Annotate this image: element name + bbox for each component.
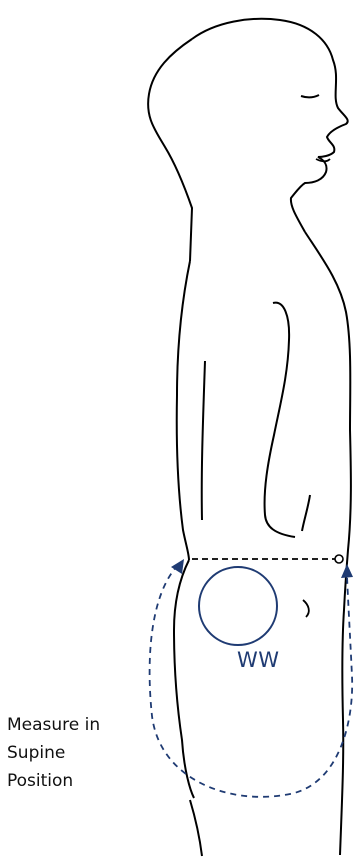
upper-arm-line (202, 361, 205, 520)
leg-back-outline (190, 800, 202, 856)
left-arrowhead (171, 559, 184, 574)
belly-crease (303, 600, 309, 617)
arm-front-line (302, 495, 310, 531)
measurement-instruction: Measure in Supine Position (7, 711, 147, 795)
back-outline (177, 261, 190, 560)
instruction-line-1: Measure in (7, 711, 147, 739)
measuring-tape-path (150, 565, 353, 797)
instruction-line-3: Position (7, 767, 147, 795)
face-profile (192, 19, 348, 232)
front-outline (305, 232, 351, 855)
buttock-outline (174, 560, 194, 798)
closed-eye (301, 95, 319, 97)
waist-marker-dot (335, 555, 343, 563)
arm-back-outline (265, 303, 295, 537)
ww-circle (199, 567, 277, 645)
right-arrowhead (341, 564, 353, 578)
ww-label: WW (237, 648, 307, 672)
instruction-line-2: Supine (7, 739, 147, 767)
head-outline (148, 39, 192, 261)
